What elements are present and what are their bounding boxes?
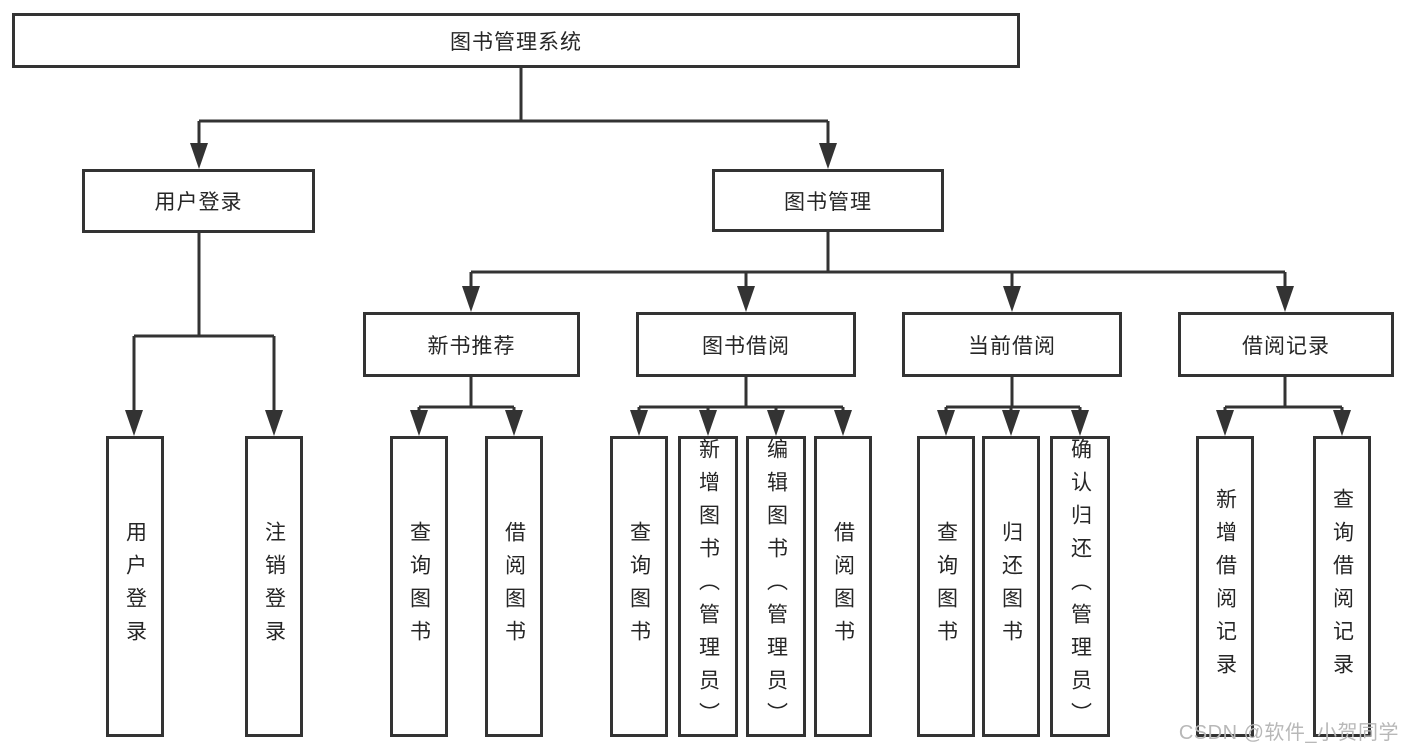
node-current-borrow: 当前借阅 bbox=[902, 312, 1122, 377]
leaf-add-borrow-record: 新增借阅记录 bbox=[1196, 436, 1254, 737]
leaf-add-books-admin-label: 新增图书（管理员） bbox=[696, 438, 720, 735]
leaf-confirm-return-admin-label: 确认归还（管理员） bbox=[1068, 438, 1092, 735]
leaf-confirm-return-admin: 确认归还（管理员） bbox=[1050, 436, 1110, 737]
leaf-return-books-label: 归还图书 bbox=[999, 520, 1023, 653]
node-library-system-label: 图书管理系统 bbox=[450, 30, 582, 54]
leaf-return-books: 归还图书 bbox=[982, 436, 1040, 737]
node-new-book-recommend-label: 新书推荐 bbox=[427, 334, 516, 358]
leaf-query-borrow-record-label: 查询借阅记录 bbox=[1330, 487, 1354, 686]
node-current-borrow-label: 当前借阅 bbox=[968, 334, 1056, 358]
leaf-edit-books-admin: 编辑图书（管理员） bbox=[746, 436, 806, 737]
leaf-borrow-books-label: 借阅图书 bbox=[831, 520, 855, 653]
node-user-login-branch: 用户登录 bbox=[82, 169, 315, 233]
leaf-query-books-recommend: 查询图书 bbox=[390, 436, 448, 737]
leaf-logout-label: 注销登录 bbox=[262, 520, 286, 653]
node-book-management-label: 图书管理 bbox=[784, 190, 872, 214]
leaf-add-borrow-record-label: 新增借阅记录 bbox=[1213, 487, 1237, 686]
leaf-query-books-borrow: 查询图书 bbox=[610, 436, 668, 737]
leaf-user-login: 用户登录 bbox=[106, 436, 164, 737]
node-book-management: 图书管理 bbox=[712, 169, 944, 232]
node-library-system: 图书管理系统 bbox=[12, 13, 1020, 68]
node-book-borrow-label: 图书借阅 bbox=[702, 334, 790, 358]
leaf-edit-books-admin-label: 编辑图书（管理员） bbox=[764, 438, 788, 735]
leaf-add-books-admin: 新增图书（管理员） bbox=[678, 436, 738, 737]
node-new-book-recommend: 新书推荐 bbox=[363, 312, 580, 377]
node-borrow-records: 借阅记录 bbox=[1178, 312, 1394, 377]
leaf-borrow-books-recommend: 借阅图书 bbox=[485, 436, 543, 737]
leaf-query-borrow-record: 查询借阅记录 bbox=[1313, 436, 1371, 737]
leaf-query-books-recommend-label: 查询图书 bbox=[407, 520, 431, 653]
csdn-watermark: CSDN @软件_小贺同学 bbox=[1178, 722, 1399, 744]
leaf-logout: 注销登录 bbox=[245, 436, 303, 737]
leaf-user-login-label: 用户登录 bbox=[123, 520, 147, 653]
leaf-borrow-books: 借阅图书 bbox=[814, 436, 872, 737]
leaf-query-books-borrow-label: 查询图书 bbox=[627, 520, 651, 653]
node-borrow-records-label: 借阅记录 bbox=[1242, 334, 1330, 358]
node-book-borrow: 图书借阅 bbox=[636, 312, 856, 377]
leaf-query-books-current: 查询图书 bbox=[917, 436, 975, 737]
node-user-login-branch-label: 用户登录 bbox=[154, 191, 243, 214]
leaf-borrow-books-recommend-label: 借阅图书 bbox=[502, 520, 526, 653]
leaf-query-books-current-label: 查询图书 bbox=[934, 520, 958, 653]
